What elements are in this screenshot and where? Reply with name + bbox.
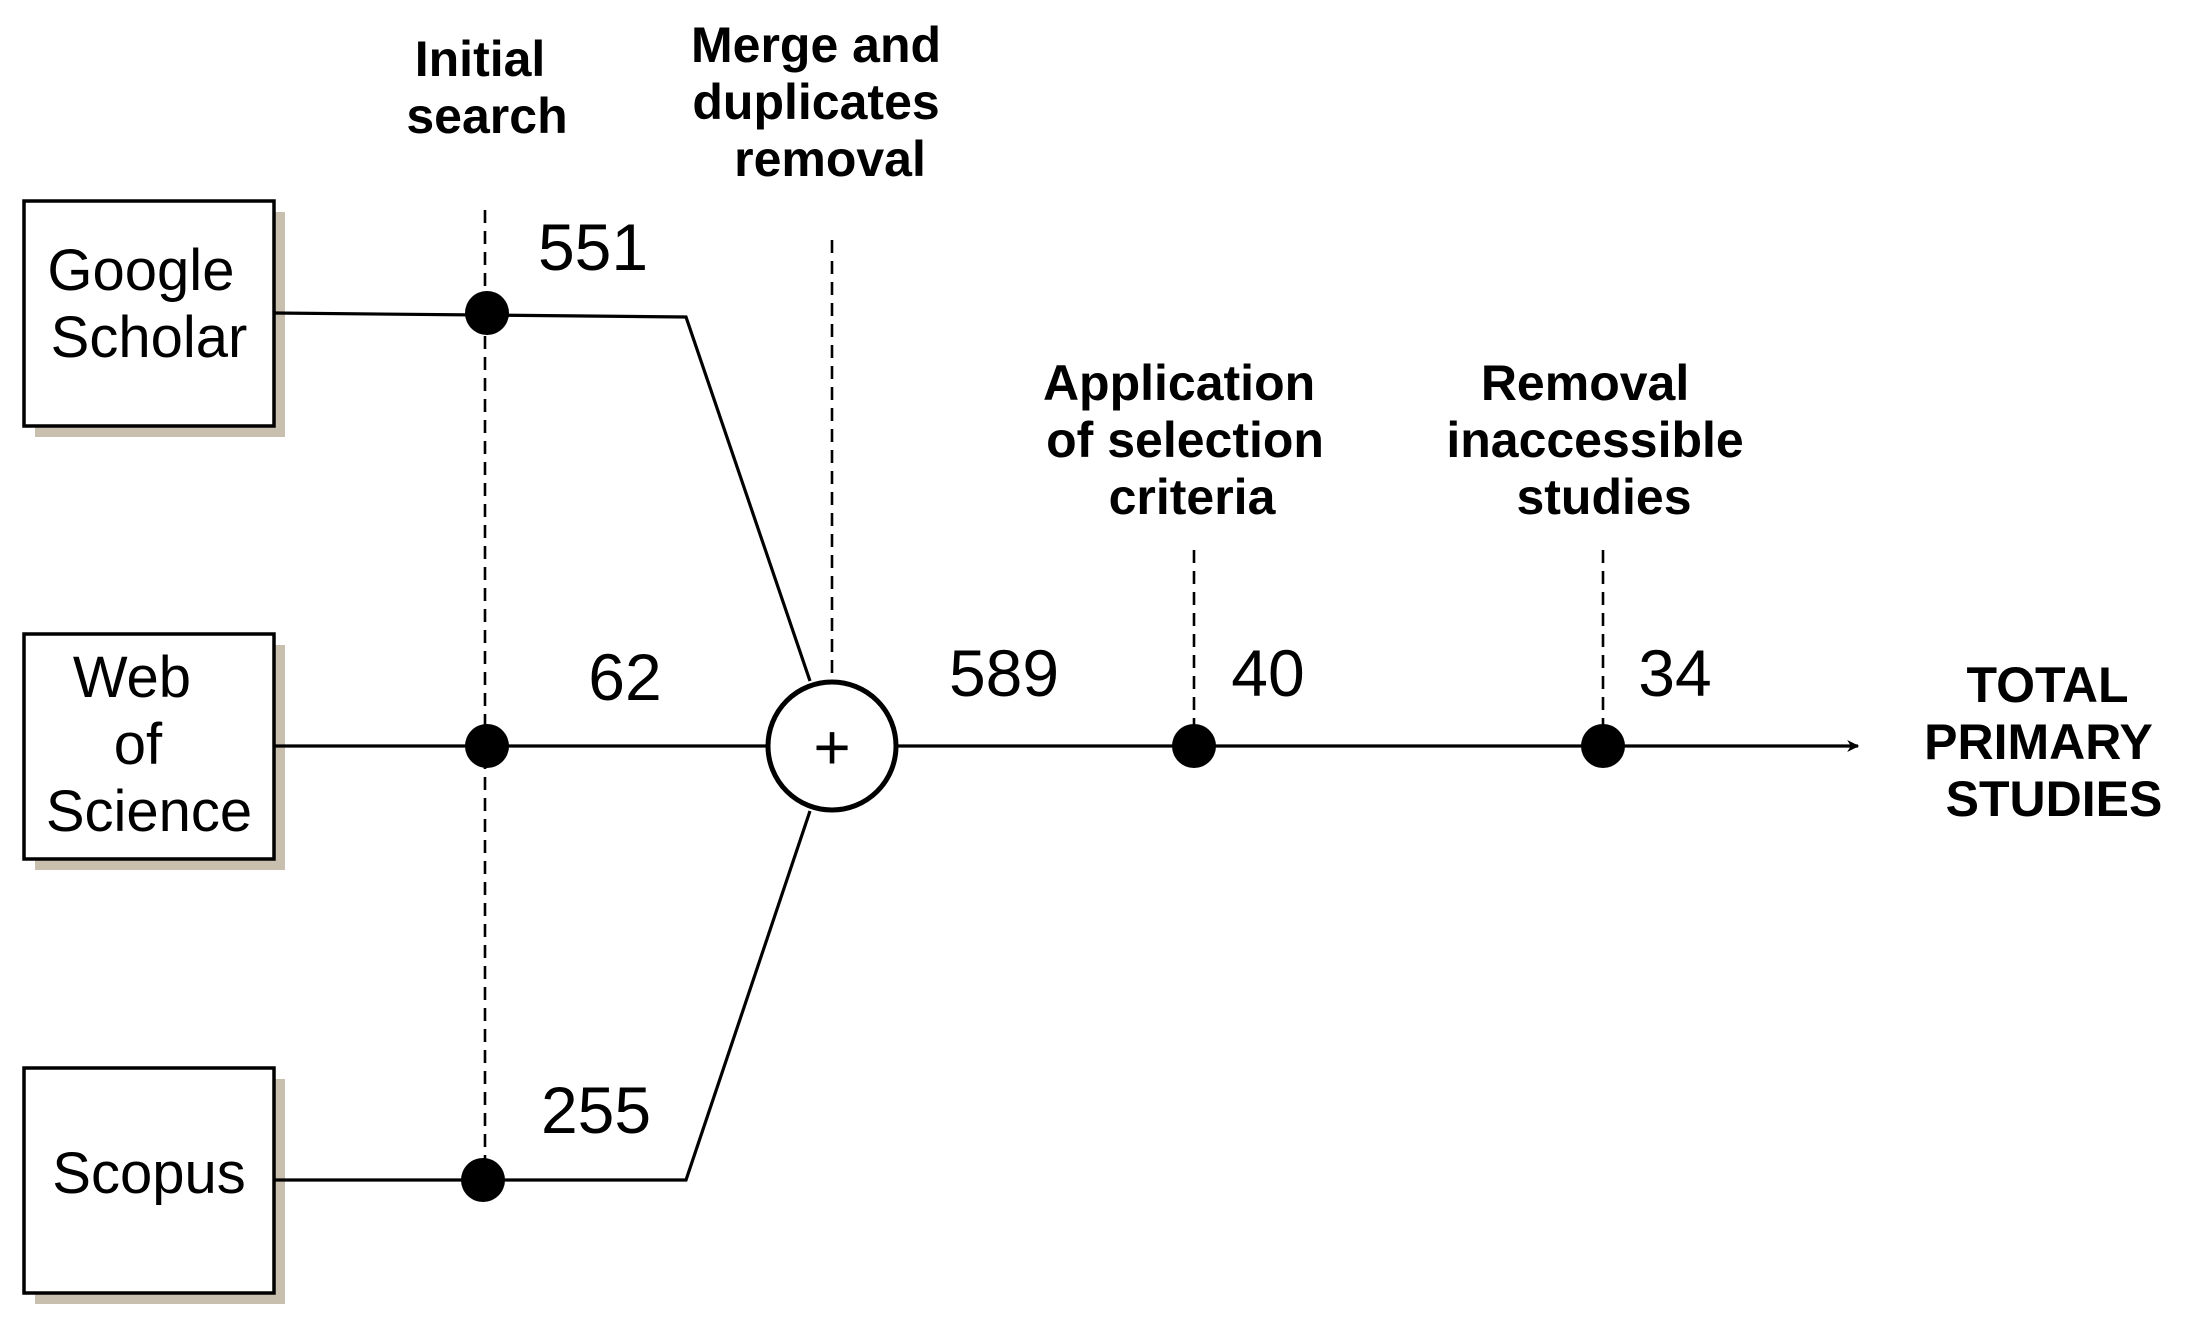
count-scopus: 255 (541, 1073, 651, 1147)
source-box-scopus: Scopus (22, 1066, 285, 1304)
count-after-selection: 40 (1231, 636, 1304, 710)
scopus-dot (461, 1158, 505, 1202)
source-label-line: of (114, 712, 163, 777)
source-label-line: Web (73, 645, 191, 710)
selection-dot (1172, 724, 1216, 768)
scopus-flow-line (274, 810, 812, 1182)
stage-label-removal: Removal inaccessible studies (1446, 355, 1757, 525)
removal-dot (1581, 724, 1625, 768)
plus-icon: + (813, 711, 850, 783)
svg-text:Scopus: Scopus (52, 1141, 245, 1206)
stage-label-selection: Application of selection criteria (1043, 355, 1338, 525)
count-google-scholar: 551 (538, 210, 648, 284)
source-label-line: Scholar (51, 305, 248, 370)
svg-text:Web of Science: Web of Science (46, 645, 252, 844)
source-label-line: Google (47, 238, 234, 303)
total-primary-studies-label: TOTAL PRIMARY STUDIES (1924, 657, 2166, 827)
svg-text:Google Scholar: Google Scholar (47, 238, 250, 370)
source-label-line: Scopus (52, 1141, 245, 1206)
count-web-of-science: 62 (588, 640, 661, 714)
source-box-web-of-science: Web of Science (22, 632, 285, 870)
merge-node: + (765, 679, 899, 813)
source-label-line: Science (46, 779, 252, 844)
count-after-removal: 34 (1638, 636, 1711, 710)
stage-label-initial-search: Initial search (406, 31, 567, 144)
google-scholar-flow-line (273, 311, 812, 682)
count-merged: 589 (949, 636, 1059, 710)
web-of-science-dot (465, 724, 509, 768)
google-scholar-dot (465, 291, 509, 335)
stage-label-merge: Merge and duplicates removal (691, 17, 955, 187)
source-box-google-scholar: Google Scholar (22, 199, 285, 437)
